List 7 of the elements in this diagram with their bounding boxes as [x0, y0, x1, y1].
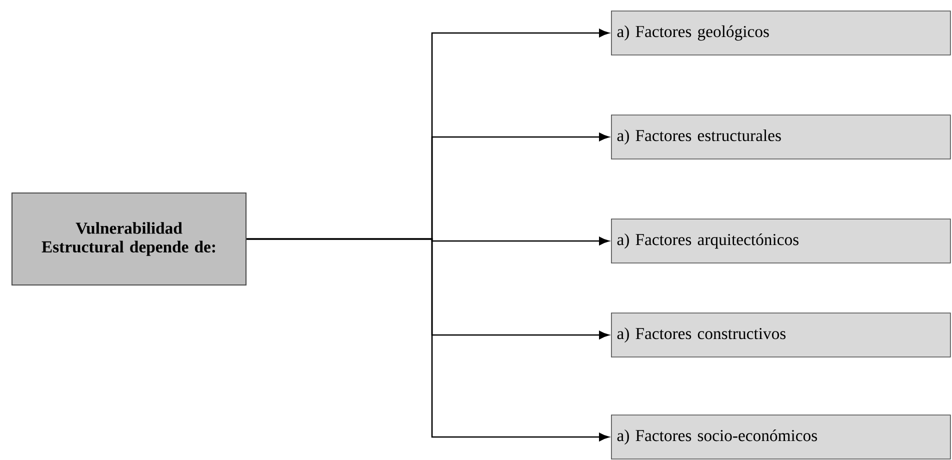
- factor-box: a) Factores estructurales: [611, 114, 951, 160]
- factor-box: a) Factores arquitectónicos: [611, 218, 951, 264]
- factor-box: a) Factores socio-económicos: [611, 414, 951, 460]
- factor-box: a) Factores geológicos: [611, 10, 951, 56]
- root-box: Vulnerabilidad Estructural depende de:: [11, 192, 247, 286]
- factor-box: a) Factores constructivos: [611, 312, 951, 358]
- arrow: [246, 238, 610, 442]
